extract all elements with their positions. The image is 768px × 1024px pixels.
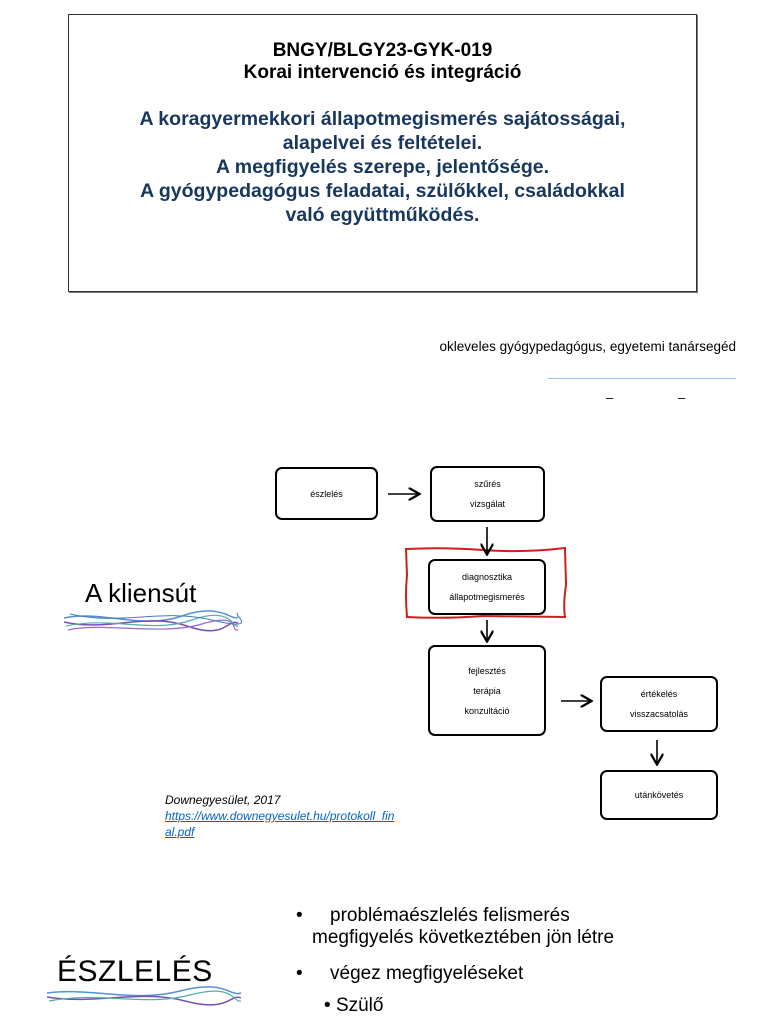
topic-line: A koragyermekkori állapotmegismerés sajá… — [139, 108, 626, 130]
divider-line — [548, 378, 736, 379]
sub-bullet-item: • Szülő — [324, 995, 624, 1017]
bullet-dot-icon: • — [296, 963, 303, 984]
bullet-text: problémaészlelés felismerés — [330, 905, 570, 926]
wave-decoration-icon — [63, 610, 242, 632]
clientpath-title: A kliensút — [85, 578, 197, 608]
bullet-item: • problémaészlelés felismerés megfigyelés… — [296, 905, 716, 949]
flow-box-ertekeles: értékelés visszacsatolás — [600, 676, 718, 732]
bullet-item: • végez megfigyeléseket — [296, 963, 716, 985]
box-label: értékelés — [640, 689, 678, 699]
citation-source: Downegyesület, 2017 — [165, 793, 281, 807]
topic-line: A gyógypedagógus feladatai, szülőkkel, c… — [140, 180, 625, 202]
highlight-frame-path — [404, 546, 568, 619]
title-box: BNGY/BLGY23-GYK-019 Korai intervenció és… — [68, 14, 697, 292]
box-label: vizsgálat — [469, 499, 505, 509]
flow-box-eszleles: észlelés — [275, 467, 378, 520]
box-label: szűrés — [474, 479, 501, 489]
bullet-text: végez megfigyeléseket — [330, 963, 524, 984]
flow-box-fejlesztes: fejlesztés terápia konzultáció — [428, 645, 546, 736]
box-label: fejlesztés — [468, 665, 506, 676]
topic-line: való együttműködés. — [285, 204, 480, 226]
box-label: konzultáció — [464, 705, 510, 716]
box-label: észlelés — [310, 488, 343, 499]
flow-box-diagnosztika: diagnosztika állapotmegismerés — [428, 559, 546, 615]
box-label: diagnosztika — [461, 572, 513, 582]
citation: Downegyesület, 2017 https://www.downegye… — [165, 792, 395, 840]
dash: – — [678, 390, 686, 405]
flow-box-utankovetes: utánkövetés — [600, 770, 718, 820]
dash: – — [606, 390, 614, 405]
flow-box-szures: szűrés vizsgálat — [430, 466, 545, 522]
course-name: Korai intervenció és integráció — [243, 62, 522, 83]
bullet-text: Szülő — [335, 995, 384, 1016]
topics-heading: A koragyermekkori állapotmegismerés sajá… — [79, 107, 686, 227]
bullet-dot-icon: • — [296, 905, 303, 926]
citation-link[interactable]: https://www.downegyesulet.hu/protokoll_f… — [165, 809, 395, 839]
course-code: BNGY/BLGY23-GYK-019 — [272, 40, 493, 61]
eszleles-title: ÉSZLELÉS — [57, 955, 213, 988]
topic-line: A megfigyelés szerepe, jelentősége. — [215, 156, 550, 178]
bullet-text: megfigyelés következtében jön létre — [312, 927, 615, 948]
author-role: okleveles gyógypedagógus, egyetemi tanár… — [439, 339, 736, 354]
box-label: visszacsatolás — [629, 709, 689, 719]
bullet-dot-icon: • — [324, 995, 331, 1016]
highlight-frame — [404, 546, 568, 619]
box-label: utánkövetés — [634, 790, 684, 800]
box-label: állapotmegismerés — [449, 592, 525, 602]
box-label: terápia — [473, 685, 501, 696]
wave-decoration-icon — [46, 986, 242, 1006]
topic-line: alapelvei és feltételei. — [282, 132, 483, 154]
